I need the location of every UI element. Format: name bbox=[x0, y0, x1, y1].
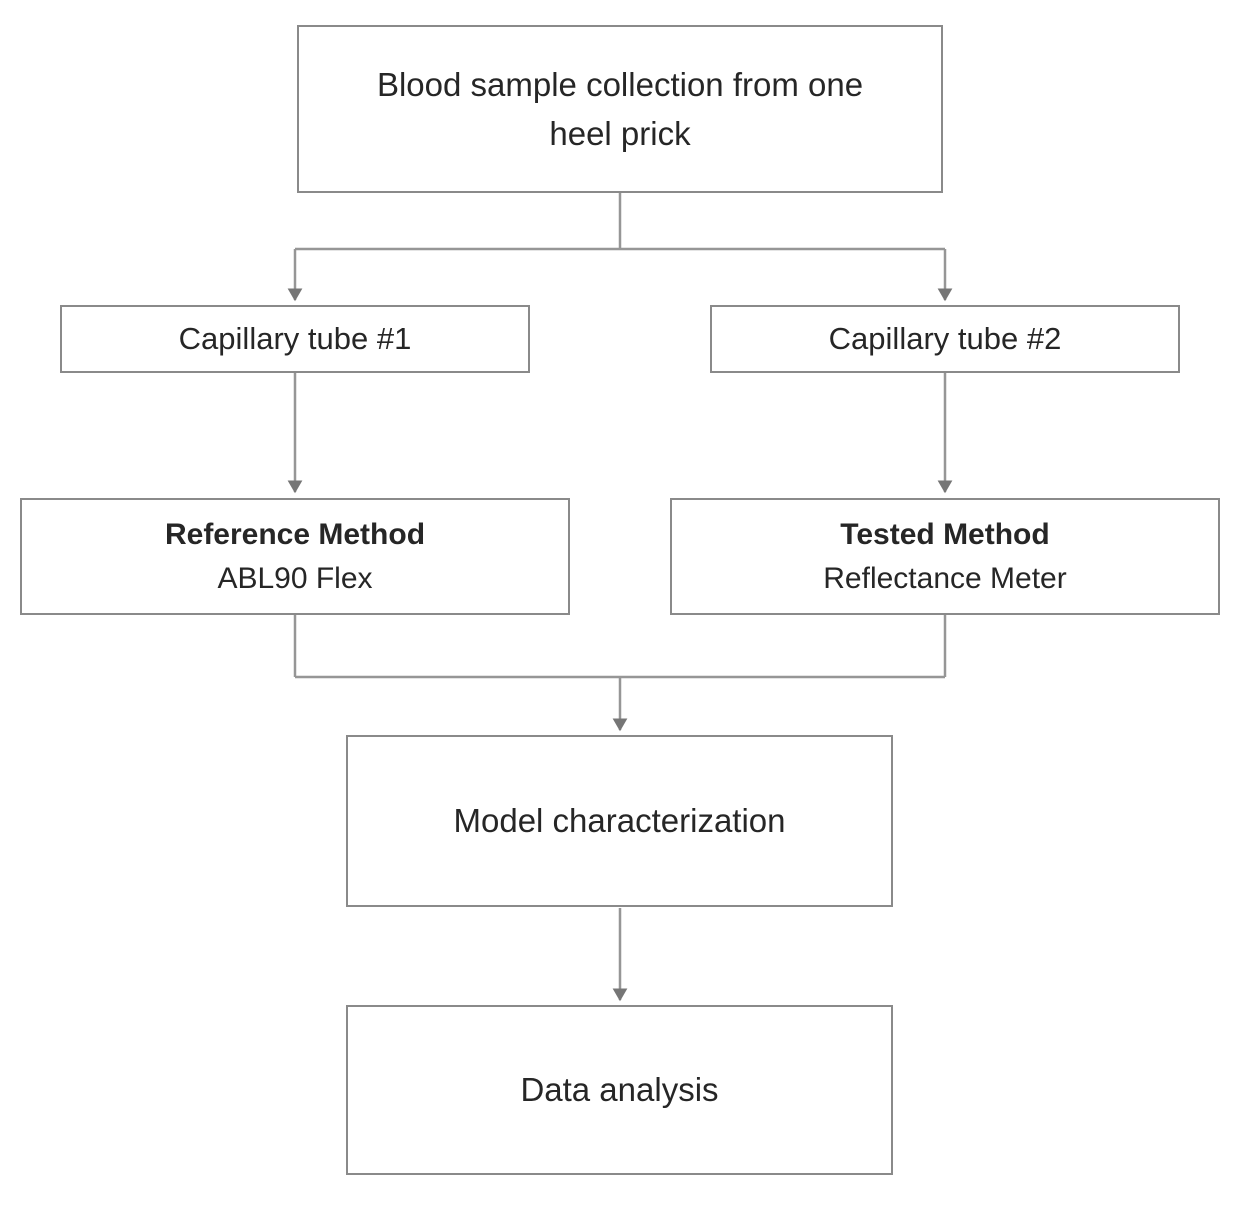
node-data-analysis: Data analysis bbox=[346, 1005, 893, 1175]
node-capillary-tube-2: Capillary tube #2 bbox=[710, 305, 1180, 373]
reference-method-title: Reference Method bbox=[164, 518, 426, 551]
data-analysis-label: Data analysis bbox=[520, 1071, 719, 1109]
capillary-tube-1-label: Capillary tube #1 bbox=[178, 320, 412, 356]
blood-sample-label: Blood sample collection from one heel pr… bbox=[376, 65, 864, 153]
model-characterization-label: Model characterization bbox=[453, 802, 786, 840]
reference-method-subtitle: ABL90 Flex bbox=[217, 561, 373, 595]
node-tested-method: Tested Method Reflectance Meter bbox=[670, 498, 1220, 615]
node-reference-method: Reference Method ABL90 Flex bbox=[20, 498, 570, 615]
node-capillary-tube-1: Capillary tube #1 bbox=[60, 305, 530, 373]
tested-method-title: Tested Method bbox=[840, 518, 1050, 551]
node-blood-sample-collection: Blood sample collection from one heel pr… bbox=[297, 25, 943, 193]
capillary-tube-2-label: Capillary tube #2 bbox=[828, 320, 1062, 356]
node-model-characterization: Model characterization bbox=[346, 735, 893, 907]
tested-method-subtitle: Reflectance Meter bbox=[823, 561, 1067, 595]
